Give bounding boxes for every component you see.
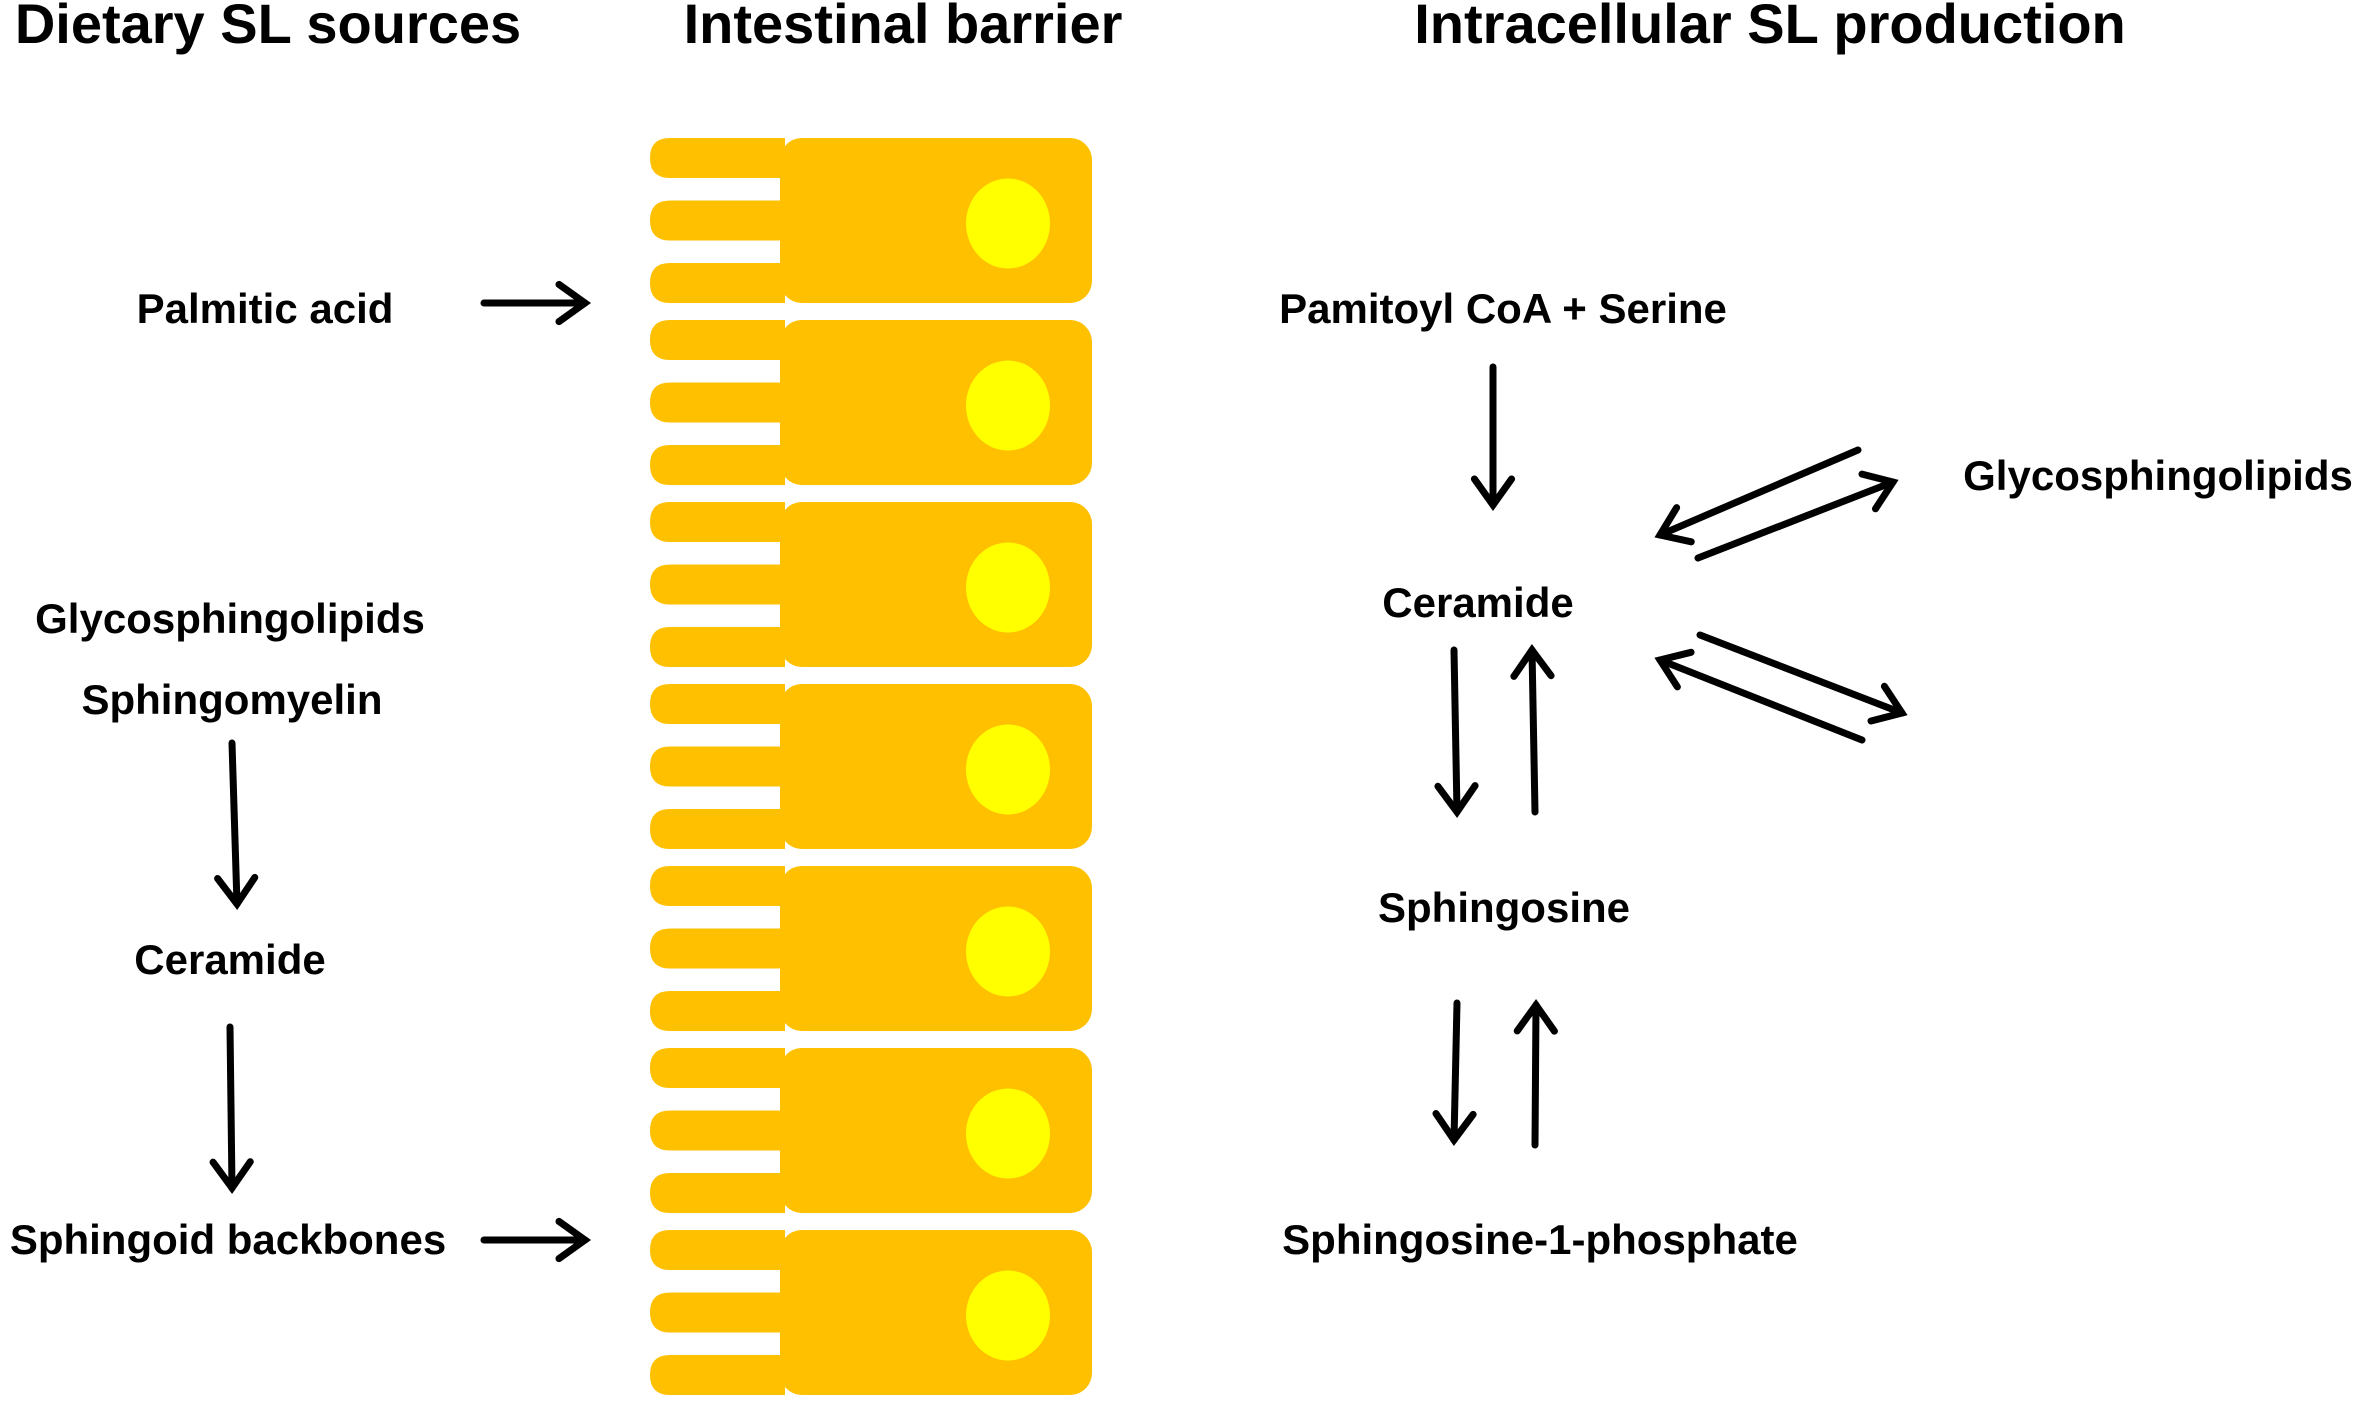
microvillus [650, 746, 785, 787]
microvillus [650, 991, 785, 1031]
arrow-palmitoyl-to-ceramide [1470, 363, 1516, 512]
epithelial-cell [650, 320, 1092, 485]
epithelial-cell [650, 502, 1092, 667]
nucleus [966, 542, 1050, 633]
microvillus [650, 684, 785, 724]
nucleus [966, 724, 1050, 815]
arrow-ceramide-to-sphingoid [209, 1023, 254, 1195]
arrow-s1p-to-sphingosine [1513, 998, 1558, 1149]
epithelial-cell [650, 1048, 1092, 1213]
label-intracellular-ceramide: Ceramide [1382, 579, 1573, 626]
microvillus [650, 320, 785, 360]
microvillus [650, 1292, 785, 1333]
arrow-ceramide-to-glyco [1694, 470, 1899, 562]
epithelial-cell [650, 866, 1092, 1031]
label-sphingosine: Sphingosine [1378, 884, 1630, 931]
label-palmitic-acid: Palmitic acid [137, 285, 394, 332]
epithelial-cell [650, 684, 1092, 849]
arrow-sphingoid-to-barrier [480, 1217, 592, 1263]
microvillus [650, 1230, 785, 1270]
microvillus [650, 263, 785, 303]
label-intracellular-glycosphingolipids: Glycosphingolipids [1963, 452, 2353, 499]
arrow-right-to-ceramide [1654, 648, 1866, 744]
microvillus [650, 1355, 785, 1395]
label-sphingosine-1-phosphate: Sphingosine-1-phosphate [1282, 1216, 1798, 1263]
arrow-palmitic-to-barrier [480, 280, 592, 326]
arrow-sphingosine-to-ceramide [1510, 643, 1555, 816]
microvillus [650, 1173, 785, 1213]
arrow-ceramide-to-right [1696, 631, 1908, 725]
arrow-sphingomyelin-to-ceramide [214, 739, 259, 911]
nucleus [966, 178, 1050, 269]
microvillus [650, 809, 785, 849]
microvillus [650, 138, 785, 178]
label-sphingoid-backbones: Sphingoid backbones [10, 1216, 446, 1263]
arrow-sphingosine-to-s1p [1432, 999, 1477, 1147]
label-dietary-ceramide: Ceramide [134, 936, 325, 983]
microvillus [650, 445, 785, 485]
arrow-glyco-to-ceramide [1654, 446, 1862, 546]
intestinal-barrier [650, 138, 1092, 1395]
microvillus [650, 866, 785, 906]
header-intracellular-sl-production: Intracellular SL production [1414, 0, 2126, 55]
header-intestinal-barrier: Intestinal barrier [684, 0, 1123, 55]
microvillus [650, 200, 785, 241]
microvillus [650, 1048, 785, 1088]
nucleus [966, 1088, 1050, 1179]
label-dietary-glycosphingolipids: Glycosphingolipids [35, 595, 425, 642]
nucleus [966, 1270, 1050, 1361]
epithelial-cell [650, 1230, 1092, 1395]
label-sphingomyelin: Sphingomyelin [81, 676, 382, 723]
label-palmitoyl-coa-serine: Pamitoyl CoA + Serine [1279, 285, 1727, 332]
nucleus [966, 360, 1050, 451]
microvillus [650, 382, 785, 423]
epithelial-cell [650, 138, 1092, 303]
arrows [209, 280, 1908, 1263]
microvillus [650, 502, 785, 542]
microvillus [650, 627, 785, 667]
header-dietary-sl-sources: Dietary SL sources [15, 0, 521, 55]
microvillus [650, 928, 785, 969]
microvillus [650, 1110, 785, 1151]
microvillus [650, 564, 785, 605]
nucleus [966, 906, 1050, 997]
arrow-ceramide-to-sphingosine [1434, 646, 1479, 819]
